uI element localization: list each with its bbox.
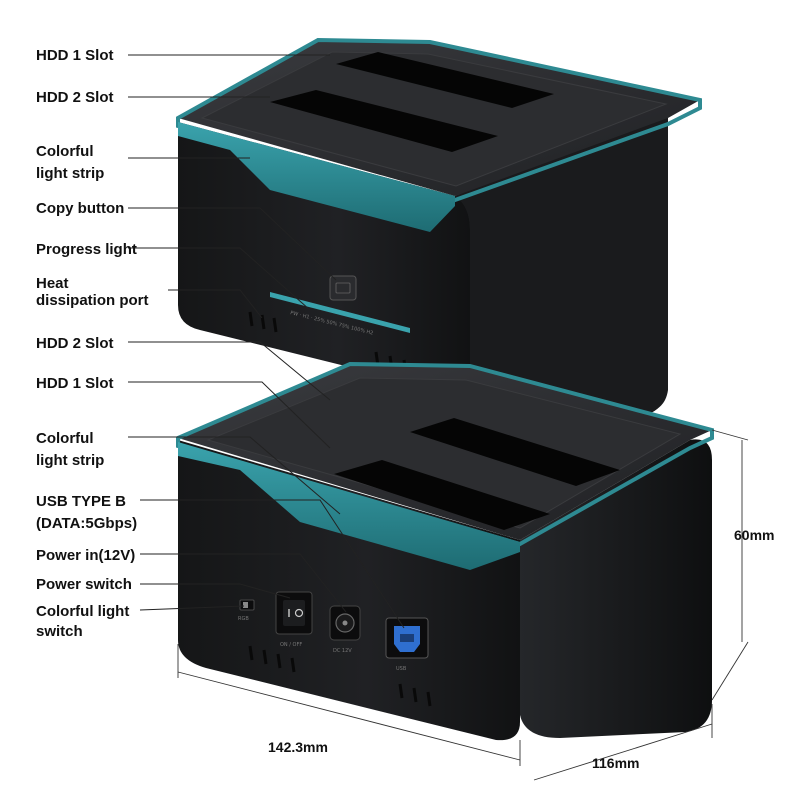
label-bottom-light-strip-line2: light strip	[36, 452, 104, 469]
slide-switch-icon[interactable]: RGB	[238, 599, 255, 622]
bottom-dock-light-strip	[178, 442, 520, 570]
label-light-switch-line1: Colorful light	[36, 603, 129, 620]
bottom-dock-side	[520, 439, 712, 738]
label-bottom-hdd1-slot: HDD 1 Slot	[36, 375, 114, 392]
dimension-lines	[177, 429, 749, 781]
label-bottom-light-strip-line1: Colorful	[36, 430, 94, 447]
svg-text:RGB: RGB	[238, 616, 249, 622]
label-progress-light: Progress light	[36, 241, 137, 258]
label-bottom-hdd2-slot: HDD 2 Slot	[36, 335, 114, 352]
top-dock-hdd2-slot	[270, 90, 498, 152]
bottom-dock: ON / OFF DC 12V USB RGB	[176, 361, 714, 741]
top-dock-label-group: HDD 1 Slot HDD 2 Slot Colorful light str…	[36, 47, 149, 309]
label-top-hdd2-slot: HDD 2 Slot	[36, 89, 114, 106]
label-usb-line2: (DATA:5Gbps)	[36, 515, 137, 532]
top-dock: PW · H1 · 25% 50% 75% 100% H2	[176, 37, 702, 419]
label-copy-button: Copy button	[36, 200, 124, 217]
bottom-dock-heat-vents	[248, 645, 432, 707]
label-top-light-strip-line1: Colorful	[36, 143, 94, 160]
label-power-switch: Power switch	[36, 576, 132, 593]
top-dock-right-face	[455, 118, 668, 418]
label-top-hdd1-slot: HDD 1 Slot	[36, 47, 114, 64]
dimension-height-label: 60mm	[734, 527, 774, 543]
label-heat-line1: Heat	[36, 275, 69, 292]
rocker-switch-icon[interactable]: ON / OFF	[275, 591, 313, 648]
top-dock-light-strip	[178, 122, 455, 232]
dimension-label-group: 60mm 142.3mm 116mm	[268, 527, 774, 771]
label-power-in: Power in(12V)	[36, 547, 135, 564]
top-dock-inner-plate	[200, 51, 668, 187]
top-dock-hdd1-slot	[336, 52, 554, 108]
svg-text:USB: USB	[396, 666, 407, 672]
bottom-dock-label-group: HDD 2 Slot HDD 1 Slot Colorful light str…	[36, 335, 137, 640]
label-top-light-strip-line2: light strip	[36, 165, 104, 182]
label-heat-line2: dissipation port	[36, 292, 149, 309]
leader-lines	[128, 54, 405, 629]
dc-jack-icon[interactable]: DC 12V	[329, 605, 361, 654]
bottom-dock-hdd2-slot	[334, 460, 550, 530]
dimension-width-label: 142.3mm	[268, 739, 328, 755]
label-light-switch-line2: switch	[36, 623, 83, 640]
svg-text:ON / OFF: ON / OFF	[280, 642, 302, 648]
label-usb-line1: USB TYPE B	[36, 493, 126, 510]
bottom-dock-front	[178, 440, 520, 741]
bottom-dock-hdd1-slot	[410, 418, 620, 486]
copy-button-icon[interactable]	[329, 275, 357, 301]
usb-b-port-icon[interactable]: USB	[385, 617, 429, 672]
svg-text:DC 12V: DC 12V	[333, 648, 352, 654]
dimension-depth-label: 116mm	[592, 755, 639, 771]
